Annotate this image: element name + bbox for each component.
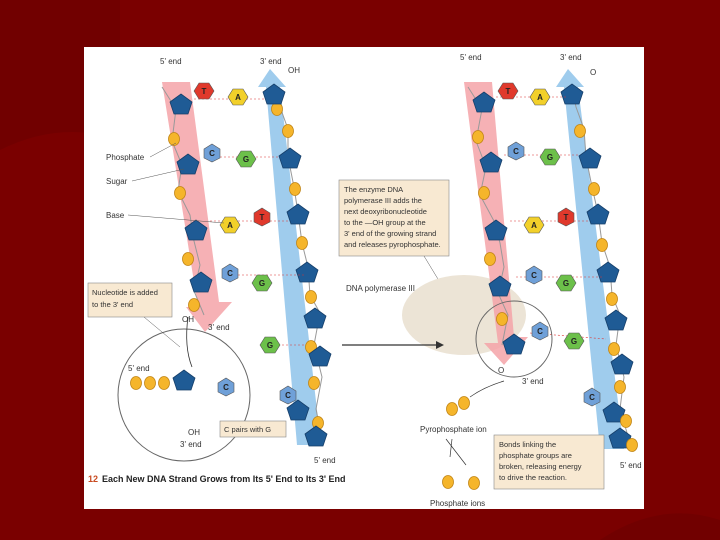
phosphate-icon [283, 125, 294, 138]
svg-text:to the 3' end: to the 3' end [92, 300, 133, 309]
phosphate-icon [609, 343, 620, 356]
phosphate-icon [479, 187, 490, 200]
svg-text:Nucleotide is added: Nucleotide is added [92, 288, 158, 297]
svg-text:C: C [227, 269, 233, 278]
phosphate-icon [175, 187, 186, 200]
phosphate-icon [607, 293, 618, 306]
svg-text:G: G [259, 279, 265, 288]
svg-text:and releases pyrophosphate.: and releases pyrophosphate. [344, 240, 441, 249]
figure-panel: T A C G A T C G G C C 5' end 3' end [84, 47, 644, 509]
svg-text:C pairs with G: C pairs with G [224, 425, 271, 434]
phosphate-icon [575, 125, 586, 138]
svg-text:3' end: 3' end [208, 323, 230, 332]
svg-text:5' end: 5' end [460, 53, 482, 62]
svg-text:G: G [547, 153, 553, 162]
phosphate-icon [497, 313, 508, 326]
svg-text:to drive the reaction.: to drive the reaction. [499, 473, 567, 482]
phosphate-icon [272, 103, 283, 116]
phosphate-icon [183, 253, 194, 266]
left-dna-diagram: T A C G A T C G G C C 5' end 3' end [88, 57, 345, 484]
phosphate-icon [131, 377, 142, 390]
svg-text:Phosphate: Phosphate [106, 153, 145, 162]
svg-text:Pyrophosphate ion: Pyrophosphate ion [420, 425, 487, 434]
svg-text:A: A [531, 221, 537, 230]
svg-text:G: G [571, 337, 577, 346]
svg-text:DNA polymerase III: DNA polymerase III [346, 284, 415, 293]
svg-text:T: T [564, 213, 569, 222]
svg-text:OH: OH [288, 66, 300, 75]
phosphate-icon [597, 239, 608, 252]
svg-text:OH: OH [182, 315, 194, 324]
svg-text:C: C [285, 391, 291, 400]
svg-text:A: A [235, 93, 241, 102]
svg-text:O: O [590, 68, 596, 77]
svg-text:broken, releasing energy: broken, releasing energy [499, 462, 582, 471]
phosphate-icon [469, 477, 480, 490]
svg-text:polymerase III adds the: polymerase III adds the [344, 196, 422, 205]
phosphate-icon [297, 237, 308, 250]
phosphate-icon [306, 291, 317, 304]
phosphate-icon [145, 377, 156, 390]
svg-text:G: G [563, 279, 569, 288]
svg-text:C: C [513, 147, 519, 156]
svg-text:C: C [209, 149, 215, 158]
phosphate-icon [615, 381, 626, 394]
sugar-icon [605, 310, 627, 330]
svg-text:C: C [537, 327, 543, 336]
svg-text:T: T [506, 87, 511, 96]
svg-text:A: A [537, 93, 543, 102]
svg-text:3' end: 3' end [180, 440, 202, 449]
phosphate-icon [473, 131, 484, 144]
sugar-icon [611, 354, 633, 374]
svg-text:Each New DNA Strand Grows from: Each New DNA Strand Grows from Its 5' En… [102, 474, 345, 484]
svg-text:G: G [243, 155, 249, 164]
phosphate-icon [485, 253, 496, 266]
svg-text:C: C [531, 271, 537, 280]
svg-text:Phosphate ions: Phosphate ions [430, 499, 485, 508]
svg-text:Bonds linking the: Bonds linking the [499, 440, 556, 449]
phosphate-icon [459, 397, 470, 410]
svg-text:The enzyme DNA: The enzyme DNA [344, 185, 403, 194]
svg-text:T: T [202, 87, 207, 96]
svg-text:phosphate groups are: phosphate groups are [499, 451, 572, 460]
svg-text:G: G [267, 341, 273, 350]
svg-text:5' end: 5' end [620, 461, 642, 470]
phosphate-icon [169, 133, 180, 146]
svg-text:12: 12 [88, 474, 98, 484]
svg-text:OH: OH [188, 428, 200, 437]
svg-text:A: A [227, 221, 233, 230]
phosphate-icon [447, 403, 458, 416]
svg-text:next deoxyribonucleotide: next deoxyribonucleotide [344, 207, 427, 216]
svg-text:5' end: 5' end [128, 364, 150, 373]
svg-text:C: C [589, 393, 595, 402]
template-strand-arrow [162, 82, 232, 332]
svg-text:3' end: 3' end [560, 53, 582, 62]
svg-text:3' end of the growing strand: 3' end of the growing strand [344, 229, 436, 238]
phosphate-icon [290, 183, 301, 196]
svg-text:3' end: 3' end [260, 57, 282, 66]
phosphate-icon [189, 299, 200, 312]
phosphate-icon [589, 183, 600, 196]
phosphate-icon [309, 377, 320, 390]
svg-text:to the —OH group at the: to the —OH group at the [344, 218, 426, 227]
svg-text:5' end: 5' end [160, 57, 182, 66]
phosphate-icon [159, 377, 170, 390]
phosphate-icon [443, 476, 454, 489]
sugar-icon [304, 308, 326, 328]
svg-text:5' end: 5' end [314, 456, 336, 465]
phosphate-icon [621, 415, 632, 428]
svg-text:C: C [223, 383, 229, 392]
svg-text:3' end: 3' end [522, 377, 544, 386]
svg-text:O: O [498, 366, 504, 375]
svg-text:Sugar: Sugar [106, 177, 128, 186]
svg-text:T: T [260, 213, 265, 222]
svg-text:Base: Base [106, 211, 125, 220]
phosphate-icon [627, 439, 638, 452]
sugar-icon [173, 370, 195, 390]
